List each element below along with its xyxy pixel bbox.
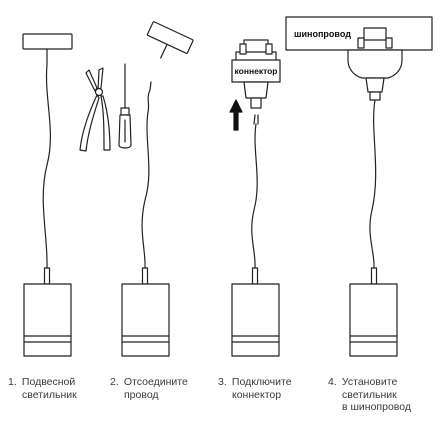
- step3-connect: [229, 39, 281, 357]
- lamp-body: [349, 283, 398, 357]
- pendant-cable-curve: [141, 111, 150, 269]
- step-number: 3.: [218, 376, 227, 388]
- step-text: Подключите: [231, 376, 292, 388]
- step4-install: [285, 16, 433, 357]
- lamp-body: [121, 283, 170, 357]
- step-caption-3: 3. Подключите коннектор: [218, 376, 292, 401]
- step-text: Установите: [341, 376, 398, 388]
- step-text: провод: [124, 388, 159, 401]
- step-number: 1.: [8, 376, 17, 388]
- step-caption-1: 1. Подвесной светильник: [8, 376, 77, 401]
- connector-label: коннектор: [234, 66, 277, 76]
- lamp-body: [23, 283, 72, 357]
- step-caption-4: 4. Установите светильник в шинопровод: [328, 376, 411, 414]
- track-label: шинопровод: [294, 29, 351, 39]
- screwdriver-icon: [118, 63, 132, 149]
- disconnected-wire-end: [147, 81, 152, 113]
- step-text: светильник: [22, 388, 77, 401]
- upward-arrow: [229, 99, 243, 131]
- connector-in-track: [347, 27, 403, 101]
- step-text: светильник: [342, 388, 397, 401]
- cable-sleeve: [43, 267, 51, 285]
- wire-ends: [253, 114, 259, 125]
- step-number: 4.: [328, 376, 337, 388]
- step-text: Отсоедините: [123, 376, 188, 388]
- detached-canopy: [146, 21, 194, 59]
- cable-sleeve: [141, 267, 149, 285]
- step-text: коннектор: [232, 388, 282, 401]
- pliers-icon: [79, 67, 111, 152]
- cable-sleeve: [251, 267, 259, 285]
- pendant-cable-curve: [369, 99, 377, 269]
- lamp-body: [231, 283, 280, 357]
- pendant-cable-curve: [42, 63, 52, 269]
- step-number: 2.: [110, 376, 119, 388]
- step-text: в шинопровод: [342, 401, 411, 413]
- step-text: Подвесной: [21, 376, 76, 388]
- track-connector: [231, 39, 281, 109]
- pendant-cable-curve: [251, 123, 258, 269]
- cable-sleeve: [370, 267, 378, 285]
- step-caption-2: 2. Отсоедините провод: [110, 376, 188, 401]
- step1-pendant-lamp: [22, 33, 73, 357]
- ceiling-canopy: [22, 33, 73, 50]
- step2-disconnect: [79, 21, 194, 357]
